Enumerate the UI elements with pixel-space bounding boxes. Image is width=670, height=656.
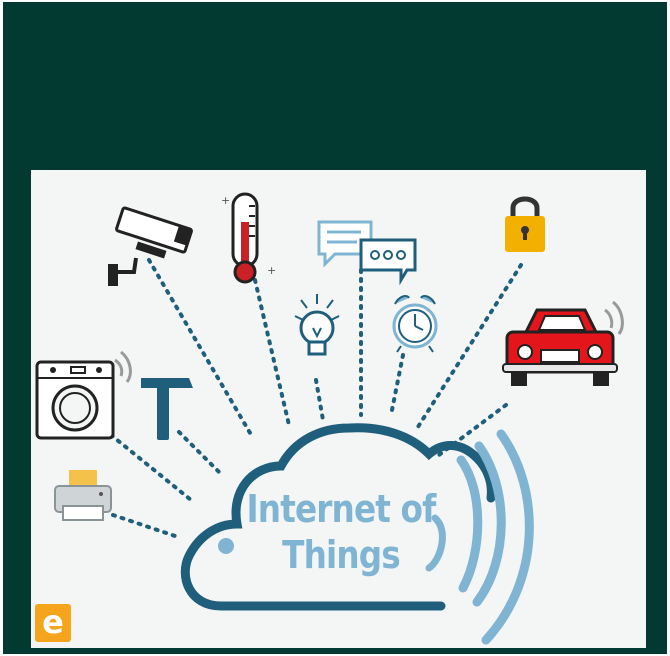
svg-text:+: + <box>267 264 276 277</box>
printer-icon <box>54 470 112 521</box>
hammer-icon <box>141 378 193 440</box>
cloud-inner-arc <box>425 514 446 572</box>
title-line-2: Things <box>282 533 401 577</box>
title-line-1: Internet of <box>246 487 437 531</box>
cloud-icon <box>180 423 496 611</box>
thermometer-icon: + + <box>221 192 276 284</box>
iot-illustration: + + <box>31 170 646 648</box>
cloud-title: Internet of Things <box>238 486 444 578</box>
padlock-icon <box>505 196 545 252</box>
car-icon <box>502 300 624 386</box>
washing-machine-icon <box>35 350 132 440</box>
brand-logo: e <box>35 604 71 642</box>
security-camera-icon <box>108 206 193 286</box>
illustration-graphics: + + <box>35 192 624 645</box>
connector-lines <box>109 258 523 540</box>
wireless-signal-icon <box>456 429 534 645</box>
svg-text:+: + <box>221 194 230 207</box>
cloud-dot <box>218 538 234 554</box>
light-bulb-icon <box>294 294 340 356</box>
alarm-clock-icon <box>392 295 438 353</box>
chat-bubbles-icon <box>317 220 417 286</box>
